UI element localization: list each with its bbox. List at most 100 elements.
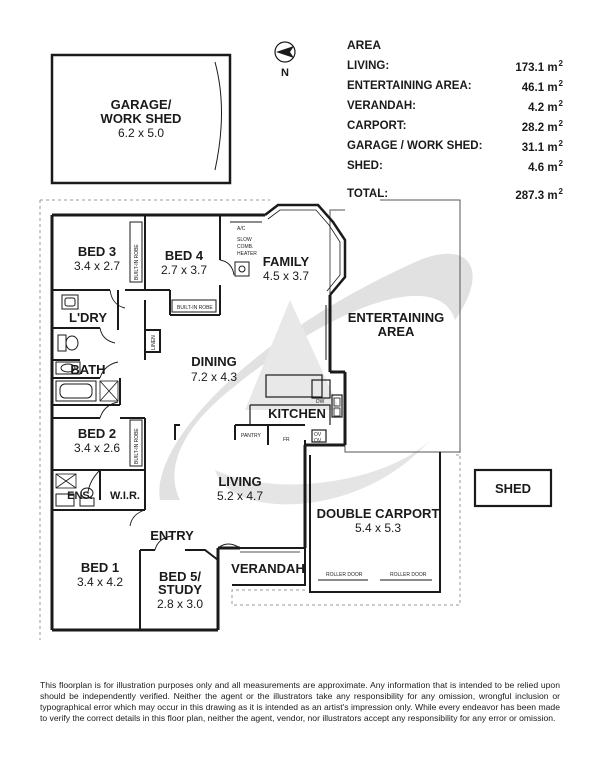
north-label: N (281, 67, 289, 79)
area-unit-exponent: 2 (558, 99, 563, 108)
compass-ring (274, 41, 296, 63)
area-row: ENTERTAINING AREA: 46.1 m2 (347, 76, 563, 96)
area-row-value: 28.2 m2 (507, 116, 563, 136)
area-row-value: 4.6 m2 (507, 156, 563, 176)
area-row: SHED: 4.6 m2 (347, 156, 563, 176)
bed2-dims: 3.4 x 2.6 (74, 441, 120, 455)
area-row-label: TOTAL: (347, 188, 389, 200)
area-value-number: 287.3 (515, 190, 545, 202)
area-row-value: 46.1 m2 (507, 76, 563, 96)
bed3-dims: 3.4 x 2.7 (74, 259, 120, 273)
area-unit: m (547, 190, 558, 202)
area-value-number: 173.1 (515, 62, 545, 74)
area-row: LIVING:173.1 m2 (347, 56, 563, 76)
area-unit: m (547, 122, 558, 134)
linen-label: LINEN (151, 335, 157, 350)
entertaining-label: AREA (378, 324, 415, 339)
heater-icon (234, 261, 250, 277)
area-row-label: LIVING: (347, 60, 390, 72)
area-value-number: 4.6 (528, 162, 545, 174)
shed: SHED (473, 468, 553, 508)
area-unit-exponent: 2 (558, 119, 563, 128)
boundary-line (39, 199, 461, 640)
dining-label: DINING (191, 354, 237, 369)
area-row-value: 287.3 m2 (507, 176, 563, 204)
area-row-label: GARAGE / WORK SHED: (347, 140, 483, 152)
bath-label: BATH (70, 362, 105, 377)
area-row-label: SHED: (347, 160, 383, 172)
area-unit-exponent: 2 (558, 187, 563, 196)
area-value-number: 28.2 (521, 122, 545, 134)
area-unit: m (547, 82, 558, 94)
area-row-label: CARPORT: (347, 120, 407, 132)
area-row-label: ENTERTAINING AREA: (347, 80, 472, 92)
garage-dims: 6.2 x 5.0 (118, 126, 164, 140)
built-in-robe-label: BUILT-IN ROBE (134, 428, 140, 464)
shed-label: SHED (495, 481, 531, 496)
area-row: CARPORT: 28.2 m2 (347, 116, 563, 136)
area-unit: m (547, 102, 558, 114)
bed5-label: STUDY (158, 582, 202, 597)
family-bay-window (264, 203, 347, 296)
verandah (232, 547, 306, 586)
ensuite-label: ENS. (67, 490, 93, 502)
kitchen-label: KITCHEN (268, 406, 326, 421)
area-row-value: 31.1 m2 (507, 136, 563, 156)
built-in-robe-label: BUILT-IN ROBE (134, 244, 140, 280)
entertaining-label: ENTERTAINING (348, 310, 445, 325)
ensuite-toilet-icon (79, 487, 95, 507)
bed4-dims: 2.7 x 3.7 (161, 263, 207, 277)
area-unit-exponent: 2 (558, 79, 563, 88)
toilet-icon (57, 334, 79, 352)
watermark-logo (159, 253, 473, 505)
area-row-label: VERANDAH: (347, 100, 416, 112)
wir-label: W.I.R. (110, 490, 140, 502)
laundry-label: L'DRY (69, 310, 107, 325)
compass: N (274, 41, 296, 79)
area-row: GARAGE / WORK SHED: 31.1 m2 (347, 136, 563, 156)
area-unit: m (547, 142, 558, 154)
oven-label: OV (314, 438, 322, 444)
bathtub-icon (55, 380, 97, 402)
dining-dims: 7.2 x 4.3 (191, 370, 237, 384)
double-carport: ROLLER DOOR ROLLER DOOR (231, 452, 461, 606)
area-row: VERANDAH:4.2 m2 (347, 96, 563, 116)
living-dims: 5.2 x 4.7 (217, 489, 263, 503)
living-label: LIVING (218, 474, 261, 489)
ensuite-vanity-icon (55, 493, 75, 507)
area-title: AREA (347, 38, 382, 52)
area-unit: m (547, 162, 558, 174)
entry-label: ENTRY (150, 528, 194, 543)
bed2-label: BED 2 (78, 426, 116, 441)
family-label: FAMILY (263, 254, 310, 269)
bed1-dims: 3.4 x 4.2 (77, 575, 123, 589)
laundry-tub-icon (61, 294, 79, 310)
verandah-label: VERANDAH (231, 561, 305, 576)
compass-arrow-icon (276, 46, 294, 58)
bed1-label: BED 1 (81, 560, 119, 575)
built-in-robe-label: BUILT-IN ROBE (177, 305, 213, 311)
fridge-label: FR (283, 437, 290, 443)
roller-door-label: ROLLER DOOR (390, 572, 427, 578)
heater-label: HEATER (237, 251, 257, 257)
oven-label: OV (314, 432, 322, 438)
area-value-number: 46.1 (521, 82, 545, 94)
shower-icon (99, 380, 119, 402)
garage-label: WORK SHED (101, 111, 182, 126)
carport-label: DOUBLE CARPORT (317, 506, 440, 521)
disclaimer: This floorplan is for illustration purpo… (40, 680, 560, 723)
area-total-row: TOTAL: 287.3 m2 (347, 176, 563, 204)
vanity-icon (55, 361, 81, 375)
bed5-label: BED 5/ (159, 569, 201, 584)
built-in-robe (129, 221, 217, 467)
family-dims: 4.5 x 3.7 (263, 269, 309, 283)
heater-label: SLOW (237, 237, 252, 243)
bed5-dims: 2.8 x 3.0 (157, 597, 203, 611)
carport-dims: 5.4 x 5.3 (355, 521, 401, 535)
entertaining-area: ENTERTAINING AREA (329, 199, 461, 453)
heater-label: COMB. (237, 244, 253, 250)
garage-label: GARAGE/ (111, 97, 172, 112)
